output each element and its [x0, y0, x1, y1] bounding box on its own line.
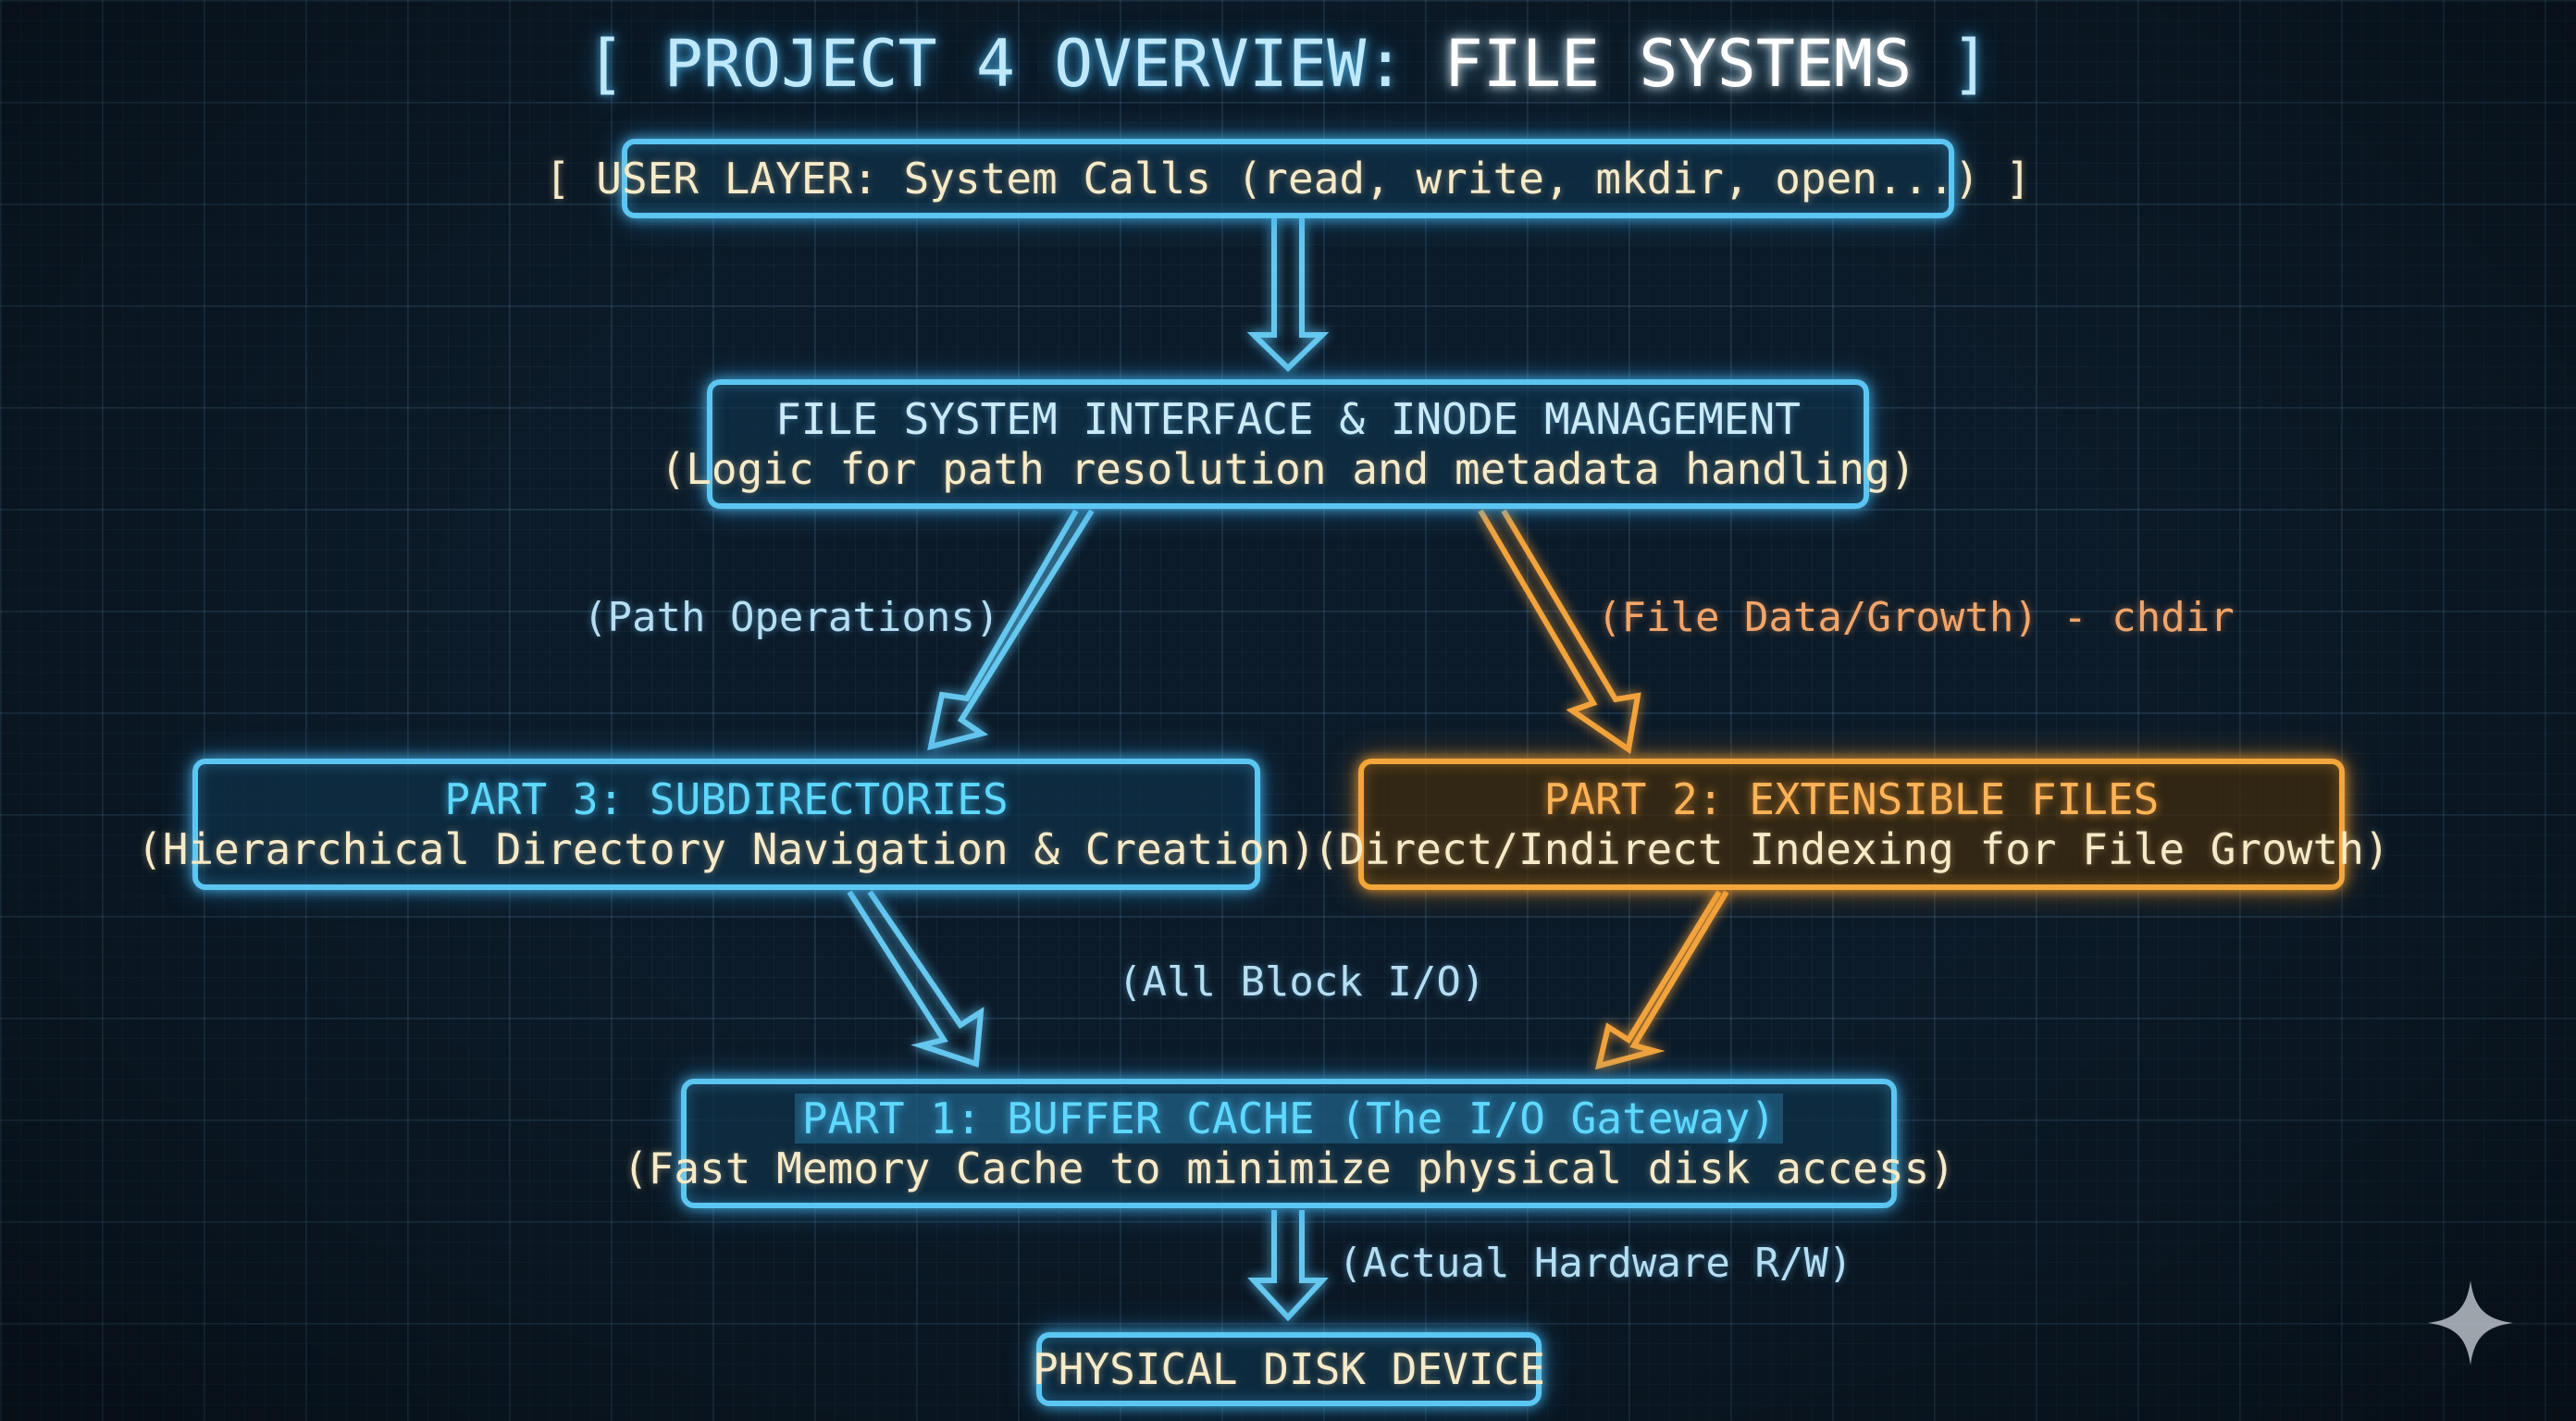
- label-actual-hardware-rw: (Actual Hardware R/W): [1338, 1240, 1853, 1287]
- part2-box: PART 2: EXTENSIBLE FILES (Direct/Indirec…: [1313, 759, 2390, 890]
- arrow-interface-to-part3: [927, 509, 1095, 751]
- arrow-part1-to-disk: [1247, 1210, 1329, 1322]
- label-path-operations: (Path Operations): [583, 594, 1000, 641]
- fs-interface-box: FILE SYSTEM INTERFACE & INODE MANAGEMENT…: [660, 379, 1916, 509]
- page-title: [ PROJECT 4 OVERVIEW: FILE SYSTEMS ]: [0, 26, 2576, 102]
- sparkle-icon: [2428, 1280, 2513, 1365]
- part3-box: PART 3: SUBDIRECTORIES (Hierarchical Dir…: [137, 759, 1316, 890]
- fs-interface-subtitle: (Logic for path resolution and metadata …: [660, 444, 1916, 494]
- part3-title: PART 3: SUBDIRECTORIES: [444, 774, 1009, 824]
- arrow-interface-to-part2: [1478, 509, 1641, 755]
- part1-title: PART 1: BUFFER CACHE (The I/O Gateway): [794, 1094, 1784, 1143]
- fs-interface-title: FILE SYSTEM INTERFACE & INODE MANAGEMENT: [775, 394, 1801, 444]
- arrow-part3-to-part1: [847, 890, 985, 1069]
- part1-box: PART 1: BUFFER CACHE (The I/O Gateway) (…: [623, 1079, 1955, 1208]
- part1-title-text: PART 1: BUFFER CACHE (The I/O Gateway): [794, 1094, 1784, 1143]
- label-all-block-io: (All Block I/O): [1118, 958, 1486, 1006]
- title-suffix: ]: [1912, 26, 1990, 102]
- arrow-part2-to-part1: [1594, 890, 1729, 1070]
- disk-box: PHYSICAL DISK DEVICE: [1033, 1332, 1545, 1406]
- part1-subtitle: (Fast Memory Cache to minimize physical …: [622, 1143, 1956, 1193]
- part2-subtitle: (Direct/Indirect Indexing for File Growt…: [1313, 824, 2390, 874]
- part2-title: PART 2: EXTENSIBLE FILES: [1543, 774, 2160, 824]
- title-highlight: FILE SYSTEMS: [1443, 26, 1913, 102]
- user-layer-box: [ USER LAYER: System Calls (read, write,…: [545, 139, 2031, 218]
- part3-subtitle: (Hierarchical Directory Navigation & Cre…: [137, 824, 1316, 874]
- disk-text: PHYSICAL DISK DEVICE: [1033, 1344, 1545, 1394]
- arrow-user-to-interface: [1246, 218, 1330, 373]
- title-prefix: [ PROJECT 4 OVERVIEW:: [586, 26, 1444, 102]
- label-file-data-growth: (File Data/Growth) - chdir: [1597, 594, 2235, 641]
- user-layer-text: [ USER LAYER: System Calls (read, write,…: [544, 154, 2032, 204]
